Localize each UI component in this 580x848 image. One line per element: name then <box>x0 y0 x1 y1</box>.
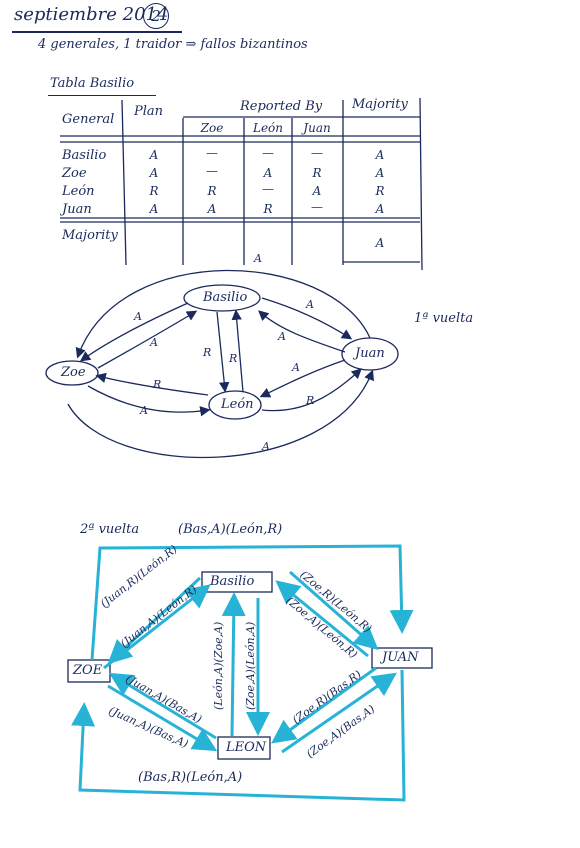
row-majority: A <box>375 202 385 216</box>
node-zoe-box <box>67 659 111 683</box>
node-leon-shape <box>208 390 262 420</box>
row-zoe: R <box>207 184 217 198</box>
d1-bl-left-label: R <box>203 346 212 359</box>
node-leon-box <box>217 736 271 760</box>
edge-bj-lower <box>275 580 369 658</box>
row-zoe: — <box>206 146 218 160</box>
sub-col-juan: Juan <box>303 121 331 135</box>
node-basilio: Basilio <box>203 290 248 305</box>
edge-jl-upper <box>271 666 377 744</box>
row-juan: A <box>312 184 322 198</box>
row-juan: R <box>312 166 322 180</box>
row-plan: A <box>149 148 159 162</box>
edge-jl-lower <box>261 368 362 412</box>
node-zoe: Zoe <box>61 365 86 380</box>
edge-bottom-arc <box>67 369 375 459</box>
page-subtitle: 4 generales, 1 traidor ⇒ fallos bizantin… <box>38 37 308 52</box>
d2-node-juan: JUAN <box>382 650 419 665</box>
d1-bz-lower-label: A <box>150 336 158 349</box>
row-plan: R <box>149 184 159 198</box>
row-zoe: A <box>207 202 217 216</box>
row-name: Basilio <box>62 148 107 163</box>
d2-bl-left-label: (León,A)(Zoe,A) <box>212 621 225 710</box>
row-plan: A <box>149 202 159 216</box>
d1-bottom-arc-label: A <box>262 440 270 453</box>
node-juan-box <box>371 647 433 669</box>
edge-bl-left <box>216 311 230 393</box>
d2-bl-right-label: (Zoe,A)(León,A) <box>244 621 257 710</box>
diagram2-top-note: (Bas,A)(León,R) <box>178 522 283 537</box>
edge-jl-upper <box>259 359 346 398</box>
row-juan: — <box>311 146 323 160</box>
row-leon: A <box>263 166 273 180</box>
d2-node-basilio: Basilio <box>210 574 255 589</box>
edge-bj-upper <box>261 297 353 340</box>
edge-bottom-loop <box>71 669 406 802</box>
d1-jl-upper-label: A <box>292 361 300 374</box>
d2-node-zoe: ZOE <box>73 663 103 678</box>
row-majority: R <box>375 184 385 198</box>
col-header-reported-by: Reported By <box>240 99 323 114</box>
node-juan: Juan <box>355 346 385 361</box>
d1-bz-upper-label: A <box>134 310 142 323</box>
d1-zl-lower-label: A <box>140 404 148 417</box>
edge-bz-upper <box>79 302 189 362</box>
edge-zl-lower <box>107 684 218 752</box>
row-leon: R <box>263 202 273 216</box>
col-header-plan: Plan <box>134 104 164 119</box>
node-basilio-shape <box>183 284 261 312</box>
edge-zl-lower <box>87 385 211 417</box>
d2-bottom-arc-label: (Bas,R)(León,A) <box>138 770 243 785</box>
edge-jl-lower <box>281 672 397 754</box>
sub-col-leon: León <box>252 121 284 135</box>
col-header-general: General <box>62 112 115 127</box>
row-name: Juan <box>62 202 92 217</box>
table-title: Tabla Basilio <box>50 76 135 91</box>
d1-bj-lower-label: A <box>278 330 286 343</box>
edge-outer-loop <box>90 544 414 661</box>
majority-row-value: A <box>375 236 385 250</box>
edge-bj-lower <box>258 310 346 353</box>
row-majority: A <box>375 166 385 180</box>
page-date: septiembre 2014 <box>14 4 169 25</box>
d1-bl-right-label: R <box>229 352 238 365</box>
page-number: 2 <box>151 7 161 25</box>
edge-bz-lower <box>103 584 211 670</box>
row-zoe: — <box>206 164 218 178</box>
node-leon: León <box>221 397 254 412</box>
col-header-majority: Majority <box>352 97 408 112</box>
page-number-badge: 2 <box>143 3 169 29</box>
edge-zl-upper <box>108 672 217 740</box>
d1-jl-lower-label: R <box>306 394 315 407</box>
table-title-underline <box>48 95 156 97</box>
edge-top-arc <box>75 269 371 359</box>
diagram1-label: 1ª vuelta <box>414 311 474 326</box>
d2-node-leon: LEON <box>226 740 267 755</box>
diagram2-label: 2ª vuelta <box>80 522 140 537</box>
row-juan: — <box>311 200 323 214</box>
majority-row-label: Majority <box>62 228 118 243</box>
date-underline <box>12 31 182 33</box>
edge-bl-left <box>221 592 246 737</box>
d1-zl-upper-label: R <box>153 378 162 391</box>
row-leon: — <box>262 182 274 196</box>
sub-col-zoe: Zoe <box>200 121 224 135</box>
node-basilio-box <box>201 571 273 593</box>
d1-top-arc-label: A <box>254 252 262 265</box>
row-majority: A <box>375 148 385 162</box>
edge-bl-right <box>231 309 244 393</box>
d1-bj-upper-label: A <box>306 298 314 311</box>
edge-zl-upper <box>95 372 209 396</box>
row-leon: — <box>262 146 274 160</box>
edge-bz-lower <box>97 310 198 369</box>
row-name: León <box>62 184 95 199</box>
edge-bj-upper <box>289 570 379 650</box>
row-name: Zoe <box>62 166 87 181</box>
row-plan: A <box>149 166 159 180</box>
